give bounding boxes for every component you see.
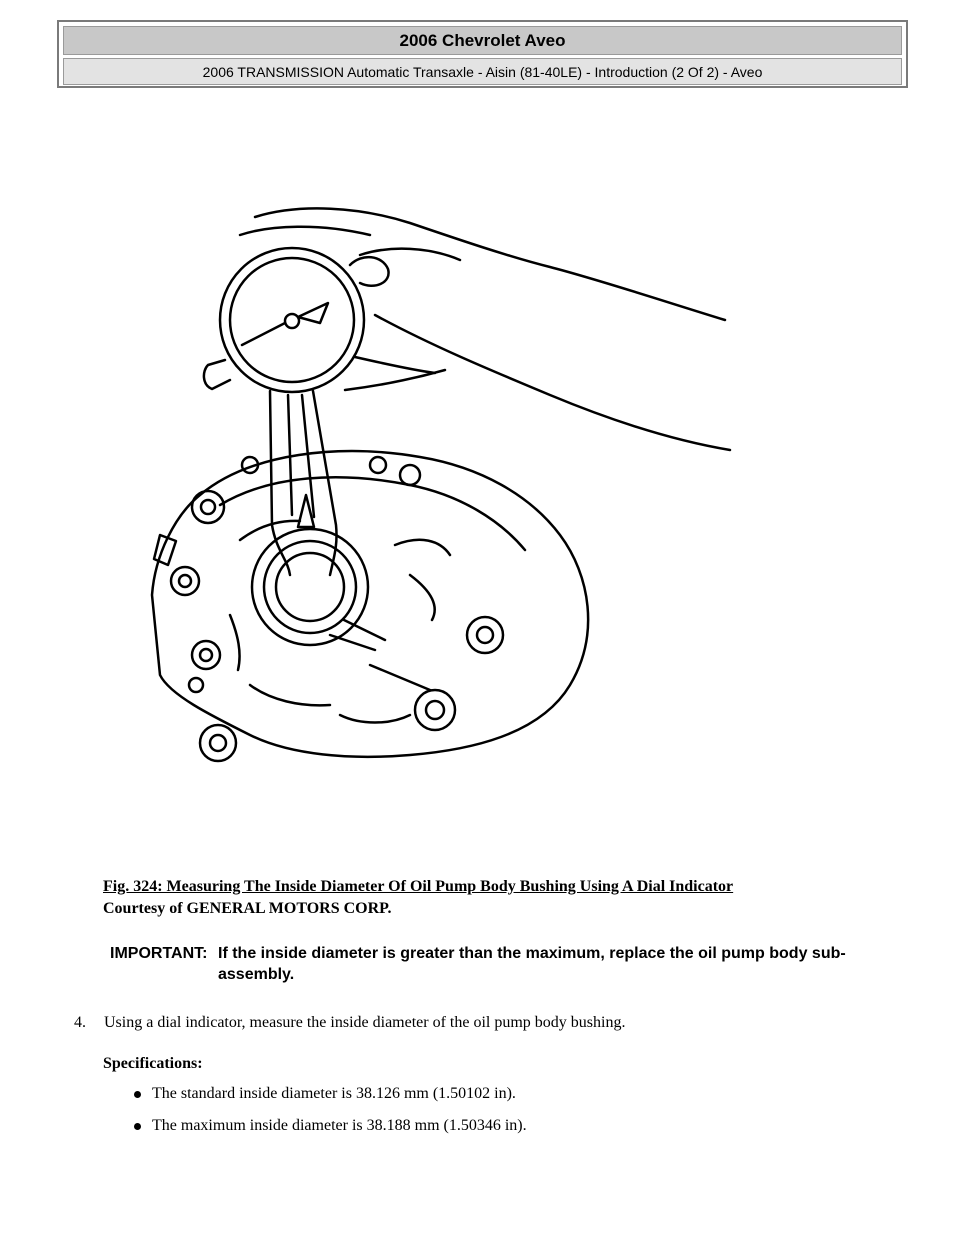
header-subtitle: 2006 TRANSMISSION Automatic Transaxle - … — [63, 58, 902, 85]
procedure-step: 4. Using a dial indicator, measure the in… — [74, 1012, 625, 1034]
figure-title: Fig. 324: Measuring The Inside Diameter … — [103, 878, 734, 895]
specifications-heading: Specifications: — [103, 1055, 203, 1072]
step-number: 4. — [74, 1014, 86, 1031]
step-text: Using a dial indicator, measure the insi… — [104, 1014, 626, 1031]
list-item: The standard inside diameter is 38.126 m… — [132, 1083, 527, 1115]
important-label: IMPORTANT: — [110, 945, 208, 962]
header-title: 2006 Chevrolet Aveo — [63, 26, 902, 55]
important-note: IMPORTANT: If the inside diameter is gre… — [110, 943, 900, 985]
dial-indicator-illustration — [150, 207, 732, 763]
list-item: The maximum inside diameter is 38.188 mm… — [132, 1115, 527, 1147]
page-header: 2006 Chevrolet Aveo 2006 TRANSMISSION Au… — [57, 20, 908, 88]
specifications-list: The standard inside diameter is 38.126 m… — [132, 1083, 527, 1147]
figure-courtesy: Courtesy of GENERAL MOTORS CORP. — [103, 900, 392, 917]
figure-caption: Fig. 324: Measuring The Inside Diameter … — [103, 876, 733, 920]
important-text: If the inside diameter is greater than t… — [218, 945, 846, 983]
